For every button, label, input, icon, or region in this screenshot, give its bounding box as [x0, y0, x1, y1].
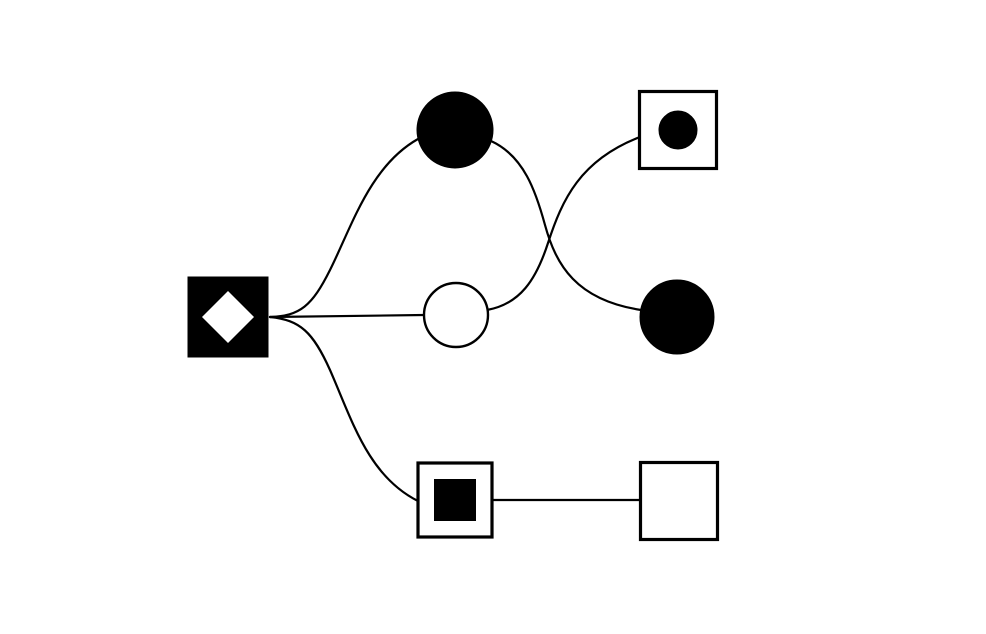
edges-layer: [268, 135, 643, 503]
inner-diamond: [202, 291, 254, 343]
boxed-filled-square-node[interactable]: [416, 461, 494, 539]
boxed-diamond-node[interactable]: [187, 276, 269, 358]
edge-top-circle-to-right-circle: [489, 139, 643, 312]
edge-open-circle-to-boxed-circle: [485, 135, 642, 312]
terminal-stubs-layer: [712, 128, 790, 503]
nodes-layer: [187, 89, 720, 542]
inner-filled-square: [434, 479, 476, 521]
inner-filled-circle: [658, 110, 698, 150]
filled-circle-node-top[interactable]: [416, 91, 494, 169]
empty-square-node[interactable]: [638, 460, 720, 542]
edge-root-to-top-circle: [268, 137, 420, 319]
filled-circle-node-right[interactable]: [639, 279, 715, 355]
open-circle-node-middle[interactable]: [422, 281, 490, 349]
boxed-circle-node[interactable]: [637, 89, 719, 171]
edge-root-to-boxed-square: [268, 315, 420, 503]
edge-root-to-open-circle: [268, 313, 426, 319]
